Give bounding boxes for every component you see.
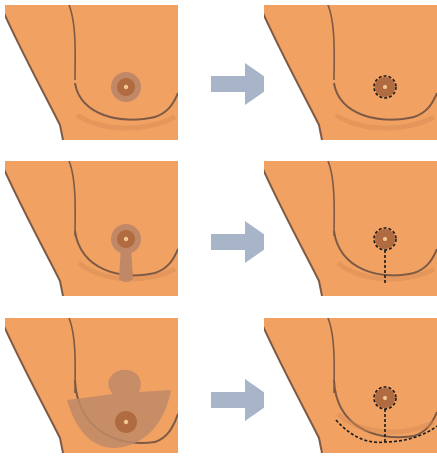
- row3-before-panel: [5, 318, 178, 453]
- lollipop-incision-icon: [264, 161, 437, 296]
- anchor-incision-icon: [264, 318, 437, 453]
- row2-before-panel: [5, 161, 178, 296]
- row3-after-panel: [264, 318, 437, 453]
- periareolar-marking-icon: [5, 5, 178, 140]
- wise-pattern-marking-icon: [5, 318, 178, 453]
- circumareolar-incision-icon: [264, 5, 437, 140]
- row1-after-panel: [264, 5, 437, 140]
- vertical-marking-icon: [5, 161, 178, 296]
- row1-before-panel: [5, 5, 178, 140]
- row2-after-panel: [264, 161, 437, 296]
